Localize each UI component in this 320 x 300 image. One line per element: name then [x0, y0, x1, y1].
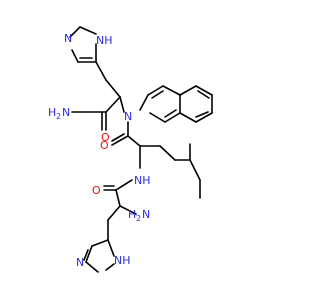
h2n-amide-n-label: N	[62, 106, 70, 119]
naphthalene-ring	[139, 85, 213, 123]
o-bottom-label: O	[92, 184, 101, 197]
molecule-structure: NH N H 2 N O N O NH O H 2 N NH N	[48, 26, 213, 273]
leucine-backbone	[111, 121, 201, 199]
nh-top-label: NH	[96, 34, 113, 47]
n-top-ring-label: N	[64, 32, 72, 45]
top-imidazole-ring	[69, 26, 97, 63]
top-backbone	[71, 61, 125, 131]
h2n-bottom-sub-label: 2	[136, 214, 141, 223]
h2n-amide-h-label: H	[48, 106, 56, 119]
bottom-imidazole-ring	[83, 239, 115, 273]
n-central-label: N	[124, 110, 132, 123]
h2n-amide-sub-label: 2	[56, 112, 61, 121]
o-amide-label: O	[101, 131, 110, 144]
bottom-backbone	[103, 179, 137, 241]
nh-bottom-ring-label: NH	[114, 254, 131, 267]
h2n-bottom-h-label: H	[128, 208, 136, 221]
h2n-bottom-n-label: N	[142, 208, 150, 221]
o-middle-label: O	[100, 139, 109, 152]
n-bottom-ring-label: N	[76, 256, 84, 269]
nh-middle-label: NH	[134, 174, 151, 187]
